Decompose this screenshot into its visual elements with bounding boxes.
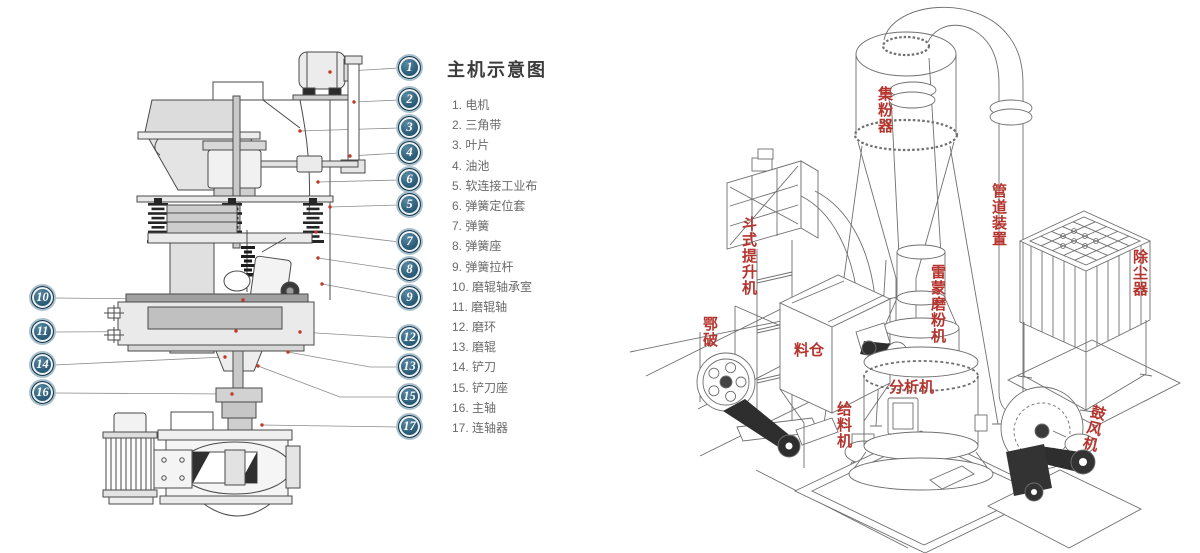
legend-item: 7. 弹簧 <box>452 219 490 234</box>
gearbox-base-drawing <box>157 411 301 517</box>
legend-item: 11. 磨辊轴 <box>452 299 508 314</box>
label-jaw-crusher: 鄂破 <box>701 316 717 348</box>
jaw-crusher-drawing <box>696 305 839 458</box>
raymond-mill-drawing <box>848 244 994 491</box>
callout-13: 13 <box>398 355 421 378</box>
right-plant-drawing <box>629 7 1182 553</box>
callout-6: 6 <box>398 168 421 191</box>
label-bucket-elevator: 斗式提升机 <box>740 216 756 296</box>
label-analyzer: 分析机 <box>889 380 935 396</box>
callout-11: 11 <box>31 320 54 343</box>
callout-14: 14 <box>31 353 54 376</box>
callout-8: 8 <box>398 258 421 281</box>
legend-item: 8. 弹簧座 <box>452 239 502 254</box>
pipe-assembly-drawing <box>883 7 1033 392</box>
analyzer-drawing <box>202 95 359 249</box>
left-machine-drawing <box>53 51 400 517</box>
legend-item: 5. 软连接工业布 <box>452 178 538 193</box>
callout-4: 4 <box>398 141 421 164</box>
grinding-chamber-drawing <box>104 293 315 352</box>
legend-item: 4. 油池 <box>452 158 490 173</box>
callout-10: 10 <box>31 286 54 309</box>
pointer-dots <box>223 70 356 427</box>
callout-7: 7 <box>398 230 421 253</box>
dust-collector-drawing <box>1017 210 1153 413</box>
label-feeder: 给料机 <box>835 401 851 449</box>
legend-item: 14. 铲刀 <box>452 360 497 375</box>
legend-item: 1. 电机 <box>452 98 490 112</box>
callout-2: 2 <box>398 88 421 111</box>
legend-item: 10. 磨辊轴承室 <box>452 279 533 294</box>
legend-item: 15. 铲刀座 <box>452 380 509 395</box>
callout-12: 12 <box>398 326 421 349</box>
bottom-motor-drawing <box>102 412 193 505</box>
callout-1: 1 <box>398 56 421 79</box>
callout-17: 17 <box>398 415 421 438</box>
main-shaft-drawing <box>215 350 263 433</box>
legend-item: 9. 弹簧拉杆 <box>452 259 514 274</box>
legend-item: 17. 连轴器 <box>452 421 509 435</box>
legend-item: 12. 磨环 <box>452 320 497 335</box>
legend-item: 16. 主轴 <box>452 400 497 415</box>
legend-item: 2. 三角带 <box>452 118 502 133</box>
blower-drawing <box>987 386 1142 549</box>
legend-item: 3. 叶片 <box>452 138 490 153</box>
legend-item: 6. 弹簧定位套 <box>452 198 526 213</box>
label-pipe-assembly: 管道装置 <box>990 183 1006 247</box>
label-hopper: 料仓 <box>794 343 825 359</box>
legend-list: 1. 电机 2. 三角带 3. 叶片 4. 油池 5. 软连接工业布 6. 弹簧… <box>452 95 537 438</box>
callout-15: 15 <box>398 385 421 408</box>
label-powder-collector: 集粉器 <box>876 86 892 134</box>
callout-5: 5 <box>398 193 421 216</box>
legend-title: 主机示意图 <box>447 60 547 80</box>
legend-item: 13. 磨辊 <box>452 340 497 355</box>
label-dust-collector: 除尘器 <box>1131 249 1147 297</box>
spring-right <box>302 198 324 243</box>
callout-3: 3 <box>398 116 421 139</box>
callout-16: 16 <box>31 381 54 404</box>
label-raymond-mill: 雷蒙磨粉机 <box>929 264 945 344</box>
bucket-elevator-drawing <box>725 148 876 442</box>
callout-9: 9 <box>398 286 421 309</box>
